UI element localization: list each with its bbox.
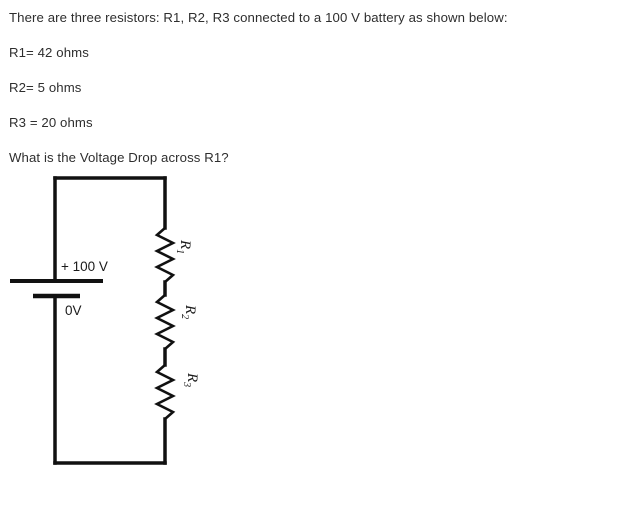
question-text-block: There are three resistors: R1, R2, R3 co… bbox=[9, 0, 625, 175]
resistor-r1-label-name: R bbox=[177, 240, 193, 250]
resistor-r1-symbol bbox=[154, 227, 176, 283]
resistor-r3-label: R3 bbox=[181, 373, 200, 388]
resistor-r3-label-subscript: 3 bbox=[181, 382, 192, 388]
resistor-r2-label-name: R bbox=[182, 305, 198, 315]
resistor-r3-label-name: R bbox=[184, 373, 200, 383]
resistor-r2-label-subscript: 2 bbox=[179, 314, 190, 320]
battery-negative-label: 0V bbox=[65, 303, 82, 318]
question-line-r2-value: R2= 5 ohms bbox=[9, 80, 82, 95]
resistor-r1-label: R1 bbox=[174, 240, 193, 255]
resistor-r2-label: R2 bbox=[179, 305, 198, 320]
battery-positive-label: + 100 V bbox=[61, 259, 108, 274]
resistor-r3-symbol bbox=[154, 364, 176, 420]
resistor-r2-symbol bbox=[154, 294, 176, 350]
circuit-diagram bbox=[0, 165, 260, 485]
question-line-r3-value: R3 = 20 ohms bbox=[9, 115, 93, 130]
circuit-schematic-svg bbox=[10, 176, 176, 465]
resistor-r1-label-subscript: 1 bbox=[174, 249, 185, 255]
question-line-r1-value: R1= 42 ohms bbox=[9, 45, 89, 60]
question-line-prompt: What is the Voltage Drop across R1? bbox=[9, 150, 229, 165]
question-line-intro: There are three resistors: R1, R2, R3 co… bbox=[9, 10, 508, 25]
